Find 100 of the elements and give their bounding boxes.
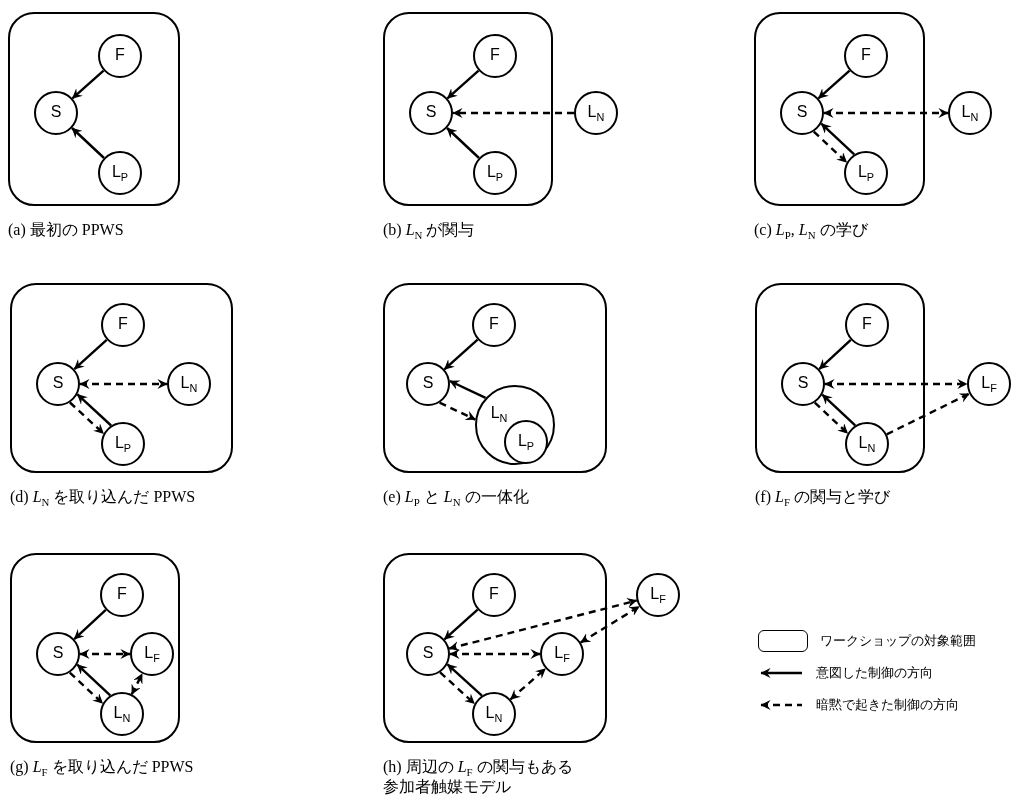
node-label: L$_{P}$ [517, 432, 535, 451]
panel-caption: (e) L$_{P}$ と L$_{N}$ の一体化 [383, 487, 530, 507]
node-label: F [489, 315, 499, 334]
node-label: L$_{N}$ [485, 704, 503, 723]
arrow [820, 122, 855, 156]
circle-node [473, 34, 517, 78]
node-label: L$_{P}$ [114, 434, 132, 453]
node-label: S [52, 374, 64, 393]
panel-caption: (c) L$_{P}$, L$_{N}$ の学び [754, 220, 869, 240]
circle-node [101, 303, 145, 347]
panel-caption: (g) L$_{F}$ を取り込んだ PPWS [10, 757, 195, 777]
circle-node [100, 573, 144, 617]
circle-node [130, 632, 174, 676]
dashed-arrow [449, 648, 541, 660]
arrow [76, 393, 112, 427]
node-label: L$_{F}$ [981, 374, 997, 393]
node-label: F [489, 585, 499, 604]
circle-node [845, 303, 889, 347]
panel-caption: (a) 最初の PPWS [8, 220, 125, 240]
legend-label: 暗黙で起きた制御の方向 [816, 696, 959, 714]
legend-label: 意図した制御の方向 [816, 664, 933, 682]
dashed-arrow [68, 671, 104, 705]
node-label: F [115, 46, 125, 65]
node-label: F [118, 315, 128, 334]
dashed-arrow [130, 673, 144, 695]
dashed-arrow [439, 401, 476, 421]
circle-node [845, 422, 889, 466]
circle-node [167, 362, 211, 406]
circle-node [780, 91, 824, 135]
dashed-arrow [824, 378, 968, 390]
circle-node [98, 151, 142, 195]
node-label: L$_{P}$ [111, 163, 129, 182]
node-label: S [796, 103, 808, 122]
node-label: L$_{P}$ [486, 163, 504, 182]
node-label: L$_{N}$ [490, 403, 508, 422]
circle-node [409, 91, 453, 135]
circle-node [100, 692, 144, 736]
circle-node [36, 362, 80, 406]
node-label: S [797, 374, 809, 393]
arrow [821, 393, 856, 427]
arrow [73, 609, 107, 640]
node-label: F [861, 46, 871, 65]
circle-node [967, 362, 1011, 406]
circle-node [636, 573, 680, 617]
circle-node [406, 632, 450, 676]
panel-caption: (f) L$_{F}$ の関与と学び [755, 487, 891, 507]
node-label: L$_{N}$ [858, 434, 876, 453]
dashed-arrow [439, 671, 476, 705]
circle-node [472, 573, 516, 617]
dashed-arrow [823, 107, 949, 119]
node-label: L$_{F}$ [554, 644, 570, 663]
arrow [817, 69, 851, 100]
circle-node [948, 91, 992, 135]
dashed-arrow [79, 648, 131, 660]
circle-node [36, 632, 80, 676]
dashed-arrow [813, 401, 849, 435]
dashed-arrow [509, 667, 547, 701]
node-label: S [425, 103, 437, 122]
node-label: F [862, 315, 872, 334]
dashed-arrow [452, 107, 574, 119]
node-label: L$_{N}$ [113, 704, 131, 723]
dashed-arrow [580, 605, 640, 644]
circle-node [781, 362, 825, 406]
arrow [443, 608, 479, 641]
legend-label: ワークショップの対象範囲 [820, 632, 976, 650]
arrow [71, 69, 105, 100]
circle-node [472, 692, 516, 736]
arrow [443, 338, 479, 371]
arrow [446, 69, 480, 100]
node-label: S [422, 374, 434, 393]
node-label: F [490, 46, 500, 65]
dashed-arrow [79, 378, 168, 390]
arrow [449, 379, 487, 399]
circle-node [406, 362, 450, 406]
circle-node [844, 34, 888, 78]
arrow [818, 339, 852, 370]
arrow [76, 663, 111, 697]
circle-node [504, 420, 548, 464]
panel-caption: (b) L$_{N}$ が関与 [383, 220, 476, 240]
circle-node [101, 422, 145, 466]
circle-node [472, 303, 516, 347]
dashed-arrow [448, 598, 638, 651]
panel-caption: (d) L$_{N}$ を取り込んだ PPWS [10, 487, 197, 507]
dashed-arrow [886, 392, 970, 436]
circle-node [540, 632, 584, 676]
node-label: S [50, 103, 62, 122]
circle-node [34, 91, 78, 135]
node-label: L$_{N}$ [587, 103, 605, 122]
dashed-arrow [812, 130, 848, 164]
circle-node [574, 91, 618, 135]
dashed-arrow [69, 401, 105, 435]
node-label: F [117, 585, 127, 604]
circle-node [473, 151, 517, 195]
arrow [446, 663, 483, 697]
node-label: L$_{N}$ [961, 103, 979, 122]
circle-node [844, 151, 888, 195]
node-label: L$_{P}$ [857, 163, 875, 182]
circle-node [98, 34, 142, 78]
node-label: S [52, 644, 64, 663]
panel-caption: (h) 周辺の L$_{F}$ の関与もある参加者触媒モデル [383, 757, 574, 797]
